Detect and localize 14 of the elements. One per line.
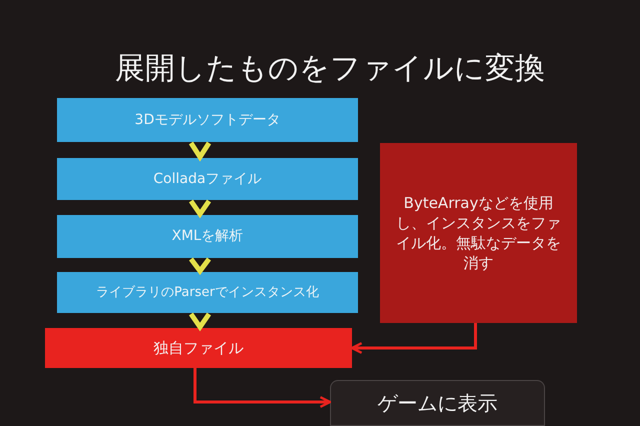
- process-box: Colladaファイル: [57, 158, 358, 200]
- chevron-arrow: [188, 142, 212, 162]
- chevron-arrow: [188, 312, 212, 332]
- process-box: 3Dモデルソフトデータ: [57, 98, 358, 142]
- slide-title: 展開したものをファイルに変換: [114, 50, 546, 88]
- chevron-arrow: [188, 200, 212, 218]
- process-box: ライブラリのParserでインスタンス化: [57, 272, 358, 313]
- output-box: 独自ファイル: [45, 328, 352, 368]
- process-box: XMLを解析: [57, 215, 358, 258]
- result-box: ゲームに表示: [330, 380, 545, 426]
- chevron-arrow: [189, 258, 211, 276]
- arrow: [350, 323, 477, 354]
- note-box: ByteArrayなどを使用し、インスタンスをファイル化。無駄なデータを消す: [380, 143, 577, 323]
- arrow: [194, 368, 332, 408]
